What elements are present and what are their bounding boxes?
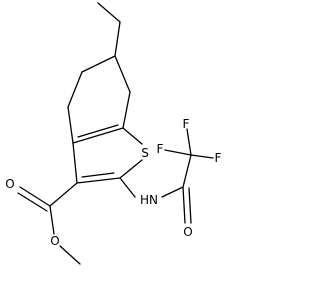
bond-carbonyl-c-o-a (182, 186, 186, 224)
bond-c5-c4 (67, 71, 83, 108)
bond-cf3-f-right (190, 154, 214, 159)
molecule-drawing: S HN F F F O O O (5, 2, 222, 265)
atom-sulfur-label: S (141, 146, 149, 160)
methyl-ester-group (17, 182, 81, 265)
atom-fluorine-right-label: F (215, 151, 222, 165)
atom-nitrogen-label: HN (140, 193, 158, 207)
bond-ethyl-ch2 (114, 21, 121, 57)
bond-c6-c7 (114, 55, 131, 93)
bond-c2-c3 (76, 177, 121, 184)
cyclohexene-ring (67, 55, 131, 144)
bond-carbonyl-c-cf3 (182, 154, 192, 188)
ethyl-group (97, 2, 121, 57)
bond-c4-c3a (67, 106, 74, 144)
bond-n-carbonyl-c (161, 186, 184, 198)
trifluoroacetamide-group (119, 128, 214, 224)
bond-ester-c-o-double-b (17, 192, 48, 212)
atom-oxygen-amide-label: O (183, 225, 192, 239)
atom-oxygen-ester-ether-label: O (50, 234, 59, 248)
bond-ester-c-o-double-a (19, 186, 51, 207)
bond-c2-n (119, 177, 136, 198)
bond-s-c2 (119, 159, 143, 179)
bond-c7-c7a (122, 91, 131, 129)
bond-c3-c3a (72, 142, 78, 184)
bond-c6-c5 (81, 55, 116, 73)
bond-o-methyl (59, 245, 81, 265)
bond-c3a-c7a-outer (72, 127, 124, 144)
atom-fluorine-left-label: F (157, 142, 164, 156)
bond-c3a-c7a-inner (77, 124, 119, 138)
bond-c2-c3-inner (81, 172, 115, 178)
bond-cf3-f-left (164, 149, 192, 156)
bond-c3-ester-c (49, 182, 78, 207)
bond-cf3-f-top (186, 128, 192, 156)
atom-fluorine-top-label: F (183, 117, 190, 131)
structure-canvas: S HN F F F O O O (5, 2, 222, 265)
bond-ethyl-ch3 (97, 2, 121, 23)
bond-c7a-s (122, 127, 143, 145)
thiophene-ring (72, 124, 143, 184)
bond-ester-c-o-single (49, 205, 55, 235)
atom-oxygen-ester-carbonyl-label: O (5, 177, 14, 191)
bond-carbonyl-c-o-b (188, 187, 192, 224)
